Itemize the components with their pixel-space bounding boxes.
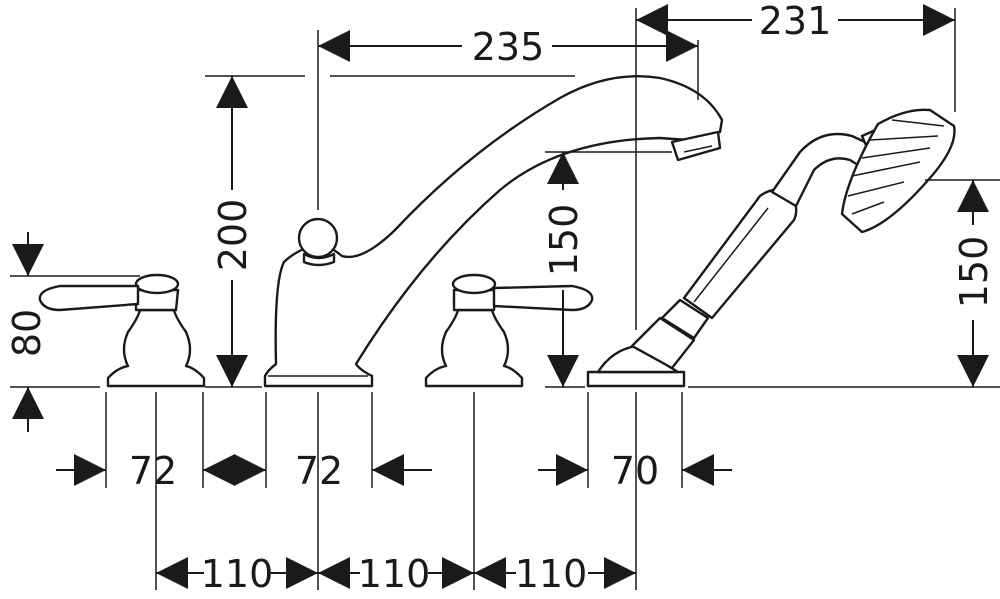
dim-handshower-reach: 231 bbox=[636, 0, 955, 43]
dim-spout-height: 200 bbox=[211, 76, 255, 387]
dim-handle-height: 80 bbox=[5, 232, 49, 432]
dim-handshower-holder-base: 70 bbox=[538, 449, 732, 493]
dim-handshower-holder-base-label: 70 bbox=[611, 449, 659, 493]
dim-spacing-3-label: 110 bbox=[515, 552, 588, 596]
right-handle-valve bbox=[424, 273, 594, 388]
dim-handshower-height-label: 150 bbox=[952, 236, 996, 309]
dim-spacing-2-label: 110 bbox=[358, 552, 431, 596]
dim-spacing-1-label: 110 bbox=[201, 552, 274, 596]
dim-spout-reach: 235 bbox=[318, 25, 698, 69]
dim-valve-base-left-label: 72 bbox=[129, 449, 177, 493]
product-outline bbox=[38, 75, 956, 388]
dim-spout-outlet-height: 150 bbox=[542, 152, 586, 387]
left-handle-valve bbox=[38, 273, 206, 388]
dim-handle-height-label: 80 bbox=[5, 309, 49, 357]
hand-shower bbox=[586, 108, 956, 388]
dim-center-spacings: 110 110 110 bbox=[156, 552, 636, 596]
dim-spout-reach-label: 235 bbox=[472, 25, 545, 69]
dim-handshower-height: 150 bbox=[952, 180, 996, 387]
dim-spout-height-label: 200 bbox=[211, 199, 255, 272]
bath-spout bbox=[263, 75, 724, 388]
extension-lines bbox=[10, 8, 1000, 590]
dim-spout-outlet-height-label: 150 bbox=[542, 204, 586, 277]
dim-spout-base: 72 bbox=[203, 449, 432, 493]
dim-handshower-reach-label: 231 bbox=[759, 0, 832, 43]
dim-spout-base-label: 72 bbox=[295, 449, 343, 493]
